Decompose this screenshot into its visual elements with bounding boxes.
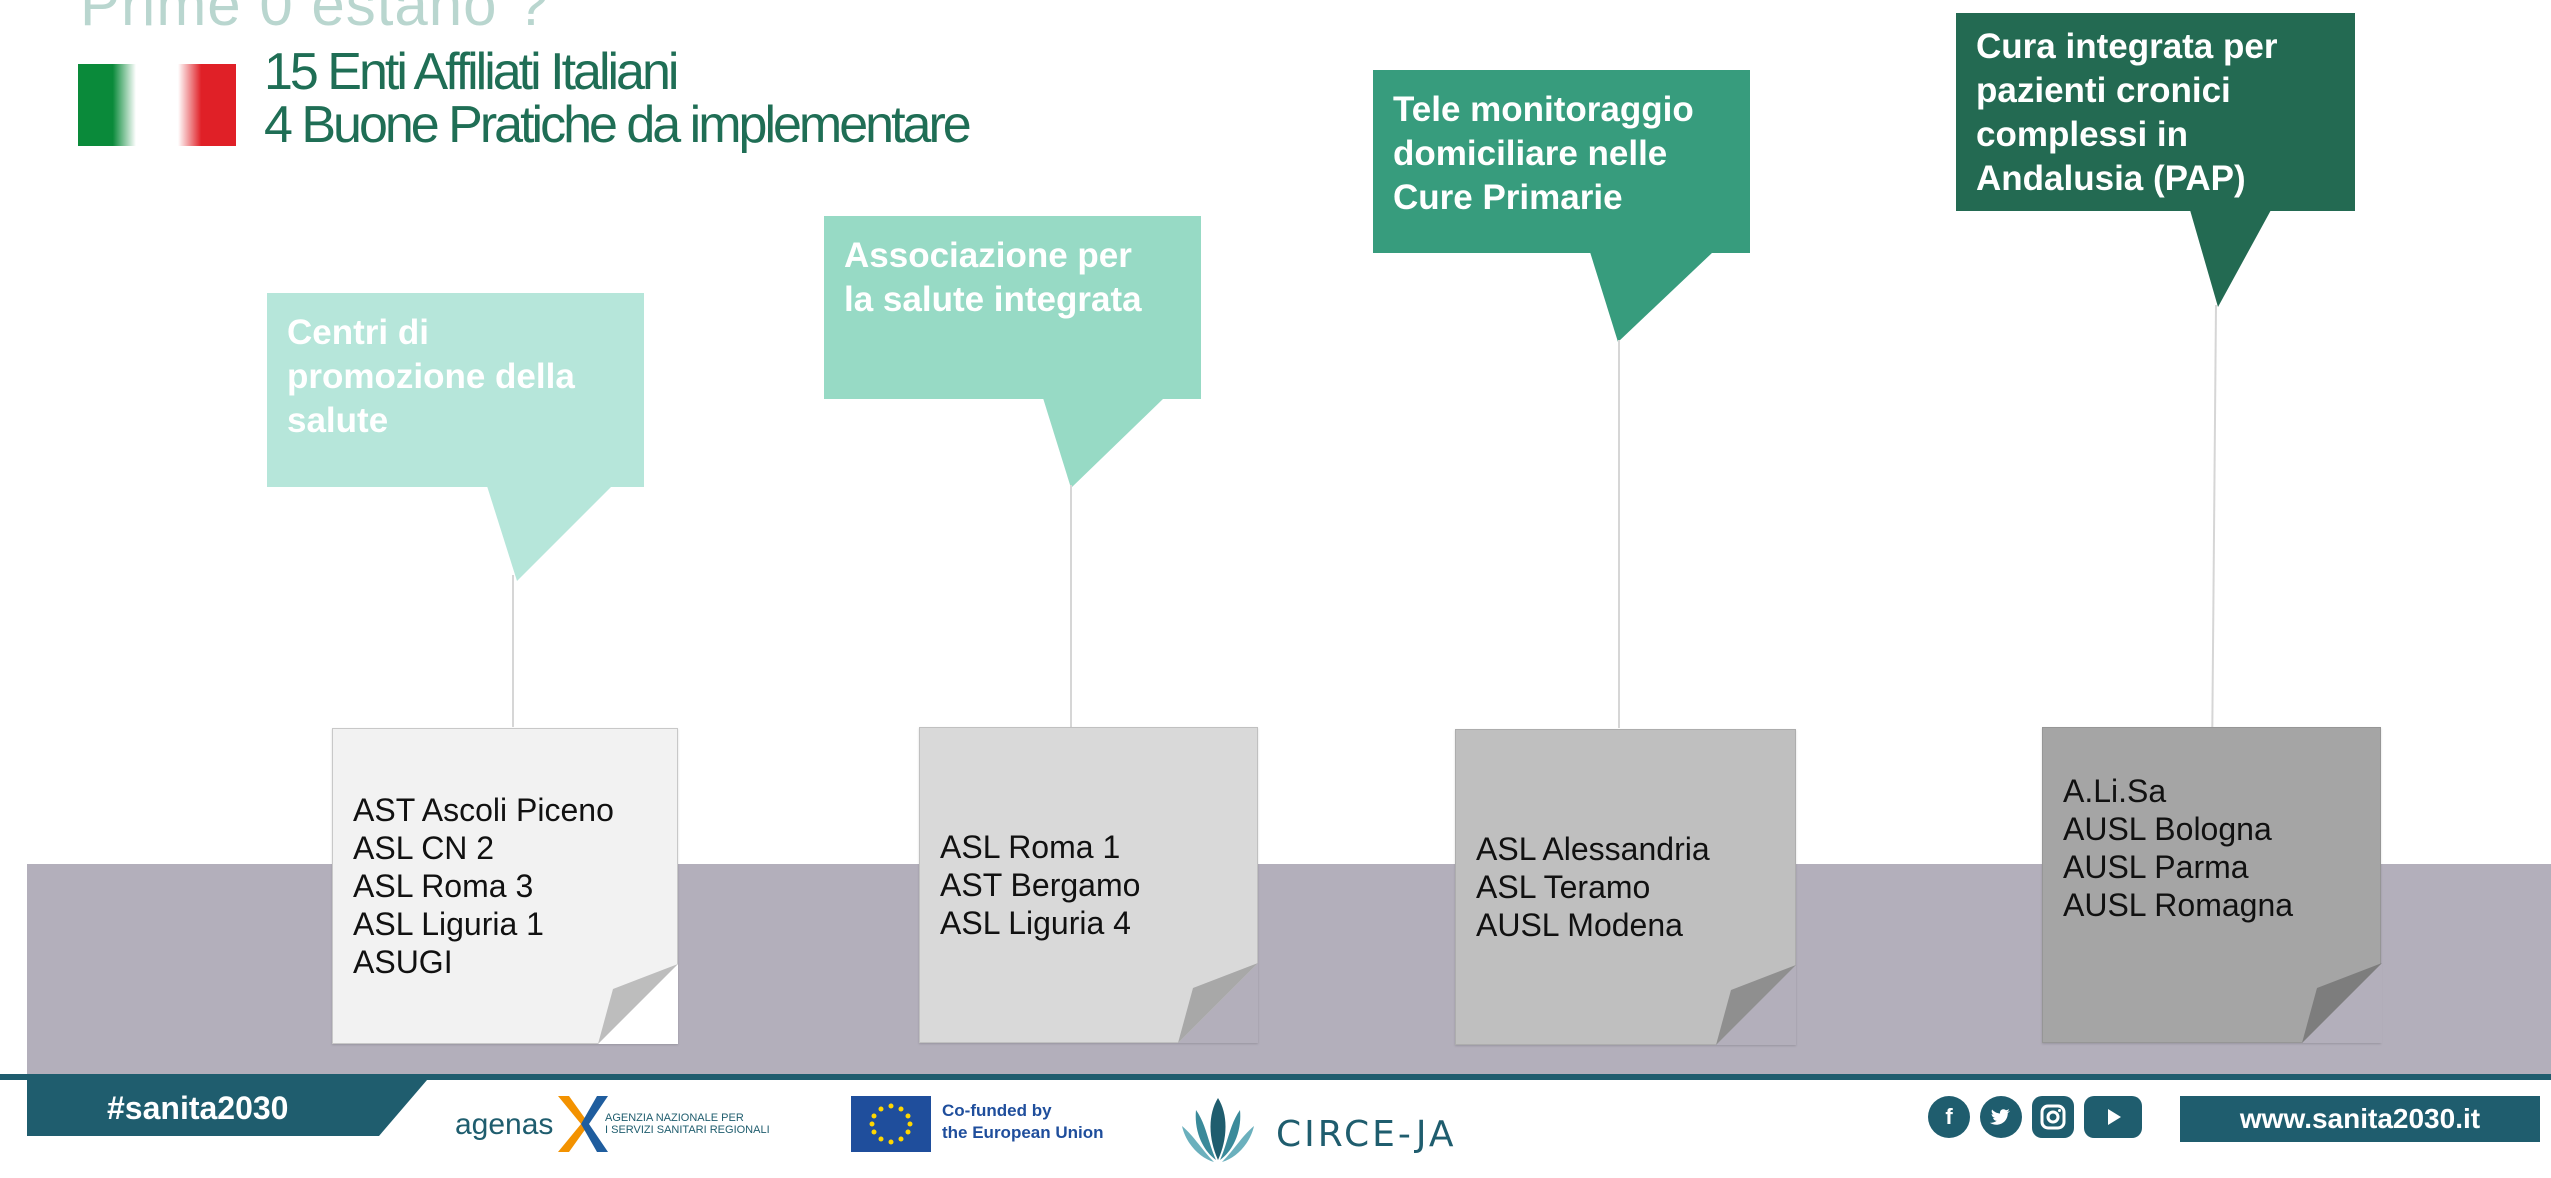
callout-title-line: la salute integrata (844, 280, 1142, 319)
agenas-sub-line: AGENZIA NAZIONALE PER (605, 1112, 744, 1124)
page-curl-icon (598, 964, 678, 1044)
connector-line (512, 575, 514, 727)
callout-title-line: Associazione per (844, 236, 1132, 275)
entity-item: ASL Teramo (1476, 869, 1651, 905)
agenas-sub-line: I SERVIZI SANITARI REGIONALI (605, 1124, 770, 1136)
website-link[interactable]: www.sanita2030.it (2180, 1096, 2540, 1142)
note-practice-1: AST Ascoli Piceno ASL CN 2 ASL Roma 3 AS… (332, 728, 678, 1044)
entity-item: ASUGI (353, 944, 453, 980)
entity-item: ASL Alessandria (1476, 831, 1710, 867)
twitter-icon[interactable] (1980, 1096, 2022, 1138)
entity-item: AUSL Bologna (2063, 811, 2272, 847)
callout-title-line: salute (287, 401, 389, 440)
eu-flag-icon (851, 1096, 931, 1152)
eu-text-line: the European Union (942, 1123, 1104, 1142)
callout-title-line: Tele monitoraggio (1393, 90, 1694, 129)
eu-cofunded-text: Co-funded by the European Union (942, 1100, 1104, 1144)
callout-title-line: promozione della (287, 357, 575, 396)
entity-item: ASL Liguria 1 (353, 906, 544, 942)
page-curl-icon (1716, 965, 1796, 1045)
italy-flag-icon (78, 64, 236, 146)
callout-title-line: domiciliare nelle (1393, 134, 1668, 173)
entity-item: AST Bergamo (940, 867, 1141, 903)
subtitle-line-1: 15 Enti Affiliati Italiani (264, 43, 679, 101)
entity-item: AST Ascoli Piceno (353, 792, 614, 828)
entity-item: ASL CN 2 (353, 830, 495, 866)
callout-practice-4: Cura integrata per pazienti cronici comp… (1956, 13, 2355, 211)
callout-tail (1043, 398, 1164, 488)
callout-title-line: complessi in (1976, 115, 2189, 154)
subtitle-line-2: 4 Buone Pratiche da implementare (264, 96, 972, 154)
circe-wordmark: CIRCE-JA (1276, 1114, 1457, 1155)
entity-item: AUSL Romagna (2063, 887, 2294, 923)
eu-text-line: Co-funded by (942, 1101, 1052, 1120)
connector-line (1070, 485, 1072, 727)
entity-item: A.Li.Sa (2063, 773, 2167, 809)
circe-lotus-icon (1182, 1098, 1254, 1162)
instagram-icon[interactable] (2032, 1096, 2074, 1138)
callout-tail (2190, 210, 2271, 307)
connector-line (2211, 304, 2217, 727)
entity-item: AUSL Modena (1476, 907, 1683, 943)
entity-item: ASL Liguria 4 (940, 905, 1131, 941)
callout-practice-1: Centri di promozione della salute (267, 293, 644, 487)
connector-line (1618, 340, 1620, 728)
entity-item: ASL Roma 1 (940, 829, 1121, 865)
page-curl-icon (2302, 963, 2382, 1043)
callout-title-line: Cura integrata per (1976, 27, 2278, 66)
youtube-icon[interactable] (2084, 1096, 2142, 1138)
facebook-icon[interactable]: f (1928, 1096, 1970, 1138)
callout-title-line: Cure Primarie (1393, 178, 1623, 217)
agenas-mark-icon (558, 1096, 608, 1152)
entity-item: AUSL Parma (2063, 849, 2249, 885)
entity-item: ASL Roma 3 (353, 868, 534, 904)
callout-tail (1590, 252, 1713, 342)
callout-title-line: pazienti cronici (1976, 71, 2231, 110)
agenas-subtitle: AGENZIA NAZIONALE PER I SERVIZI SANITARI… (605, 1112, 770, 1136)
callout-title-line: Centri di (287, 313, 429, 352)
agenas-wordmark: agenas (455, 1108, 554, 1141)
agenas-logo: agenas AGENZIA NAZIONALE PER I SERVIZI S… (455, 1094, 775, 1154)
callout-practice-3: Tele monitoraggio domiciliare nelle Cure… (1373, 70, 1750, 253)
slide-title-cut: Prime 0 estano ? (80, 0, 550, 38)
page-curl-icon (1178, 963, 1258, 1043)
callout-tail (487, 486, 612, 581)
callout-title-line: Andalusia (PAP) (1976, 159, 2246, 198)
callout-practice-2: Associazione per la salute integrata (824, 216, 1201, 399)
hashtag-label: #sanita2030 (27, 1080, 427, 1136)
